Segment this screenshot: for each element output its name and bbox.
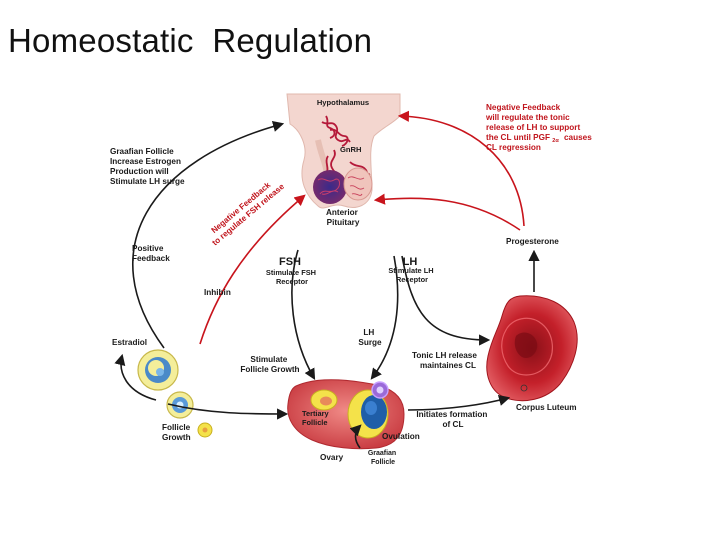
stimulate-follicle-growth-label: Stimulate Follicle Growth — [240, 355, 299, 374]
arrow-follicle-to-hypothalamus — [131, 120, 285, 349]
slide-title: Homeostatic Regulation — [8, 22, 373, 59]
hypothalamus-label: Hypothalamus — [317, 98, 369, 107]
black-arrows — [114, 120, 540, 449]
corpus-luteum-illustration — [486, 295, 578, 402]
red-arrows — [199, 110, 525, 345]
estradiol-label: Estradiol — [112, 338, 147, 347]
tertiary-follicle-label: Tertiary Follicle — [302, 409, 331, 427]
ovulation-label: Ovulation — [382, 432, 420, 441]
anterior-pituitary-label: Anterior Pituitary — [326, 208, 360, 227]
fsh-label: FSH — [279, 256, 301, 268]
negative-feedback-fsh-label: Negative Feedback to regulate FSH releas… — [204, 174, 286, 247]
hypothalamus-illustration — [286, 93, 401, 209]
follicle-series — [137, 349, 213, 438]
arrow-tonic-lh — [401, 255, 491, 346]
negative-feedback-lh-label: Negative Feedback will regulate the toni… — [485, 103, 594, 152]
arrow-ovary-to-cl — [407, 394, 511, 411]
arrow-fsh-to-ovary — [291, 249, 316, 380]
stimulate-lh-receptor-label: Stimulate LH Receptor — [388, 266, 435, 284]
progesterone-label: Progesterone — [506, 237, 559, 246]
arrow-lh-surge — [370, 255, 399, 380]
arrow-follicles-to-ovary — [167, 403, 289, 420]
posterior-pituitary-shape — [343, 167, 373, 201]
arrow-progesterone-to-hypothalamus — [397, 110, 525, 227]
gnrh-label: GnRH — [340, 145, 362, 154]
tonic-lh-release-label: Tonic LH release maintaines CL — [412, 351, 479, 370]
initiates-formation-label: Initiates formation of CL — [416, 410, 489, 429]
arrow-ovulation-graafian — [349, 424, 362, 449]
ovary-illustration — [287, 379, 405, 450]
stimulate-fsh-receptor-label: Stimulate FSH Receptor — [266, 268, 318, 286]
graafian-follicle-label: Graafian Follicle — [368, 450, 398, 466]
follicle-growth-label: Follicle Growth — [162, 423, 193, 442]
corpus-luteum-label: Corpus Luteum — [516, 403, 577, 412]
ovary-label: Ovary — [320, 453, 344, 462]
arrow-progesterone-to-pituitary — [373, 193, 521, 231]
pgf-subscript: 2α — [552, 138, 559, 144]
positive-feedback-label: Positive Feedback — [132, 244, 170, 263]
arrow-inhibin — [199, 194, 306, 345]
inhibin-label: Inhibin — [204, 288, 231, 297]
lh-label: LH — [403, 256, 418, 268]
graafian-follicle-estrogen-label: Graafian Follicle Increase Estrogen Prod… — [110, 147, 185, 186]
arrow-estradiol — [114, 353, 157, 401]
lh-surge-label: LH Surge — [358, 328, 382, 347]
anterior-pituitary-shape — [313, 170, 347, 204]
